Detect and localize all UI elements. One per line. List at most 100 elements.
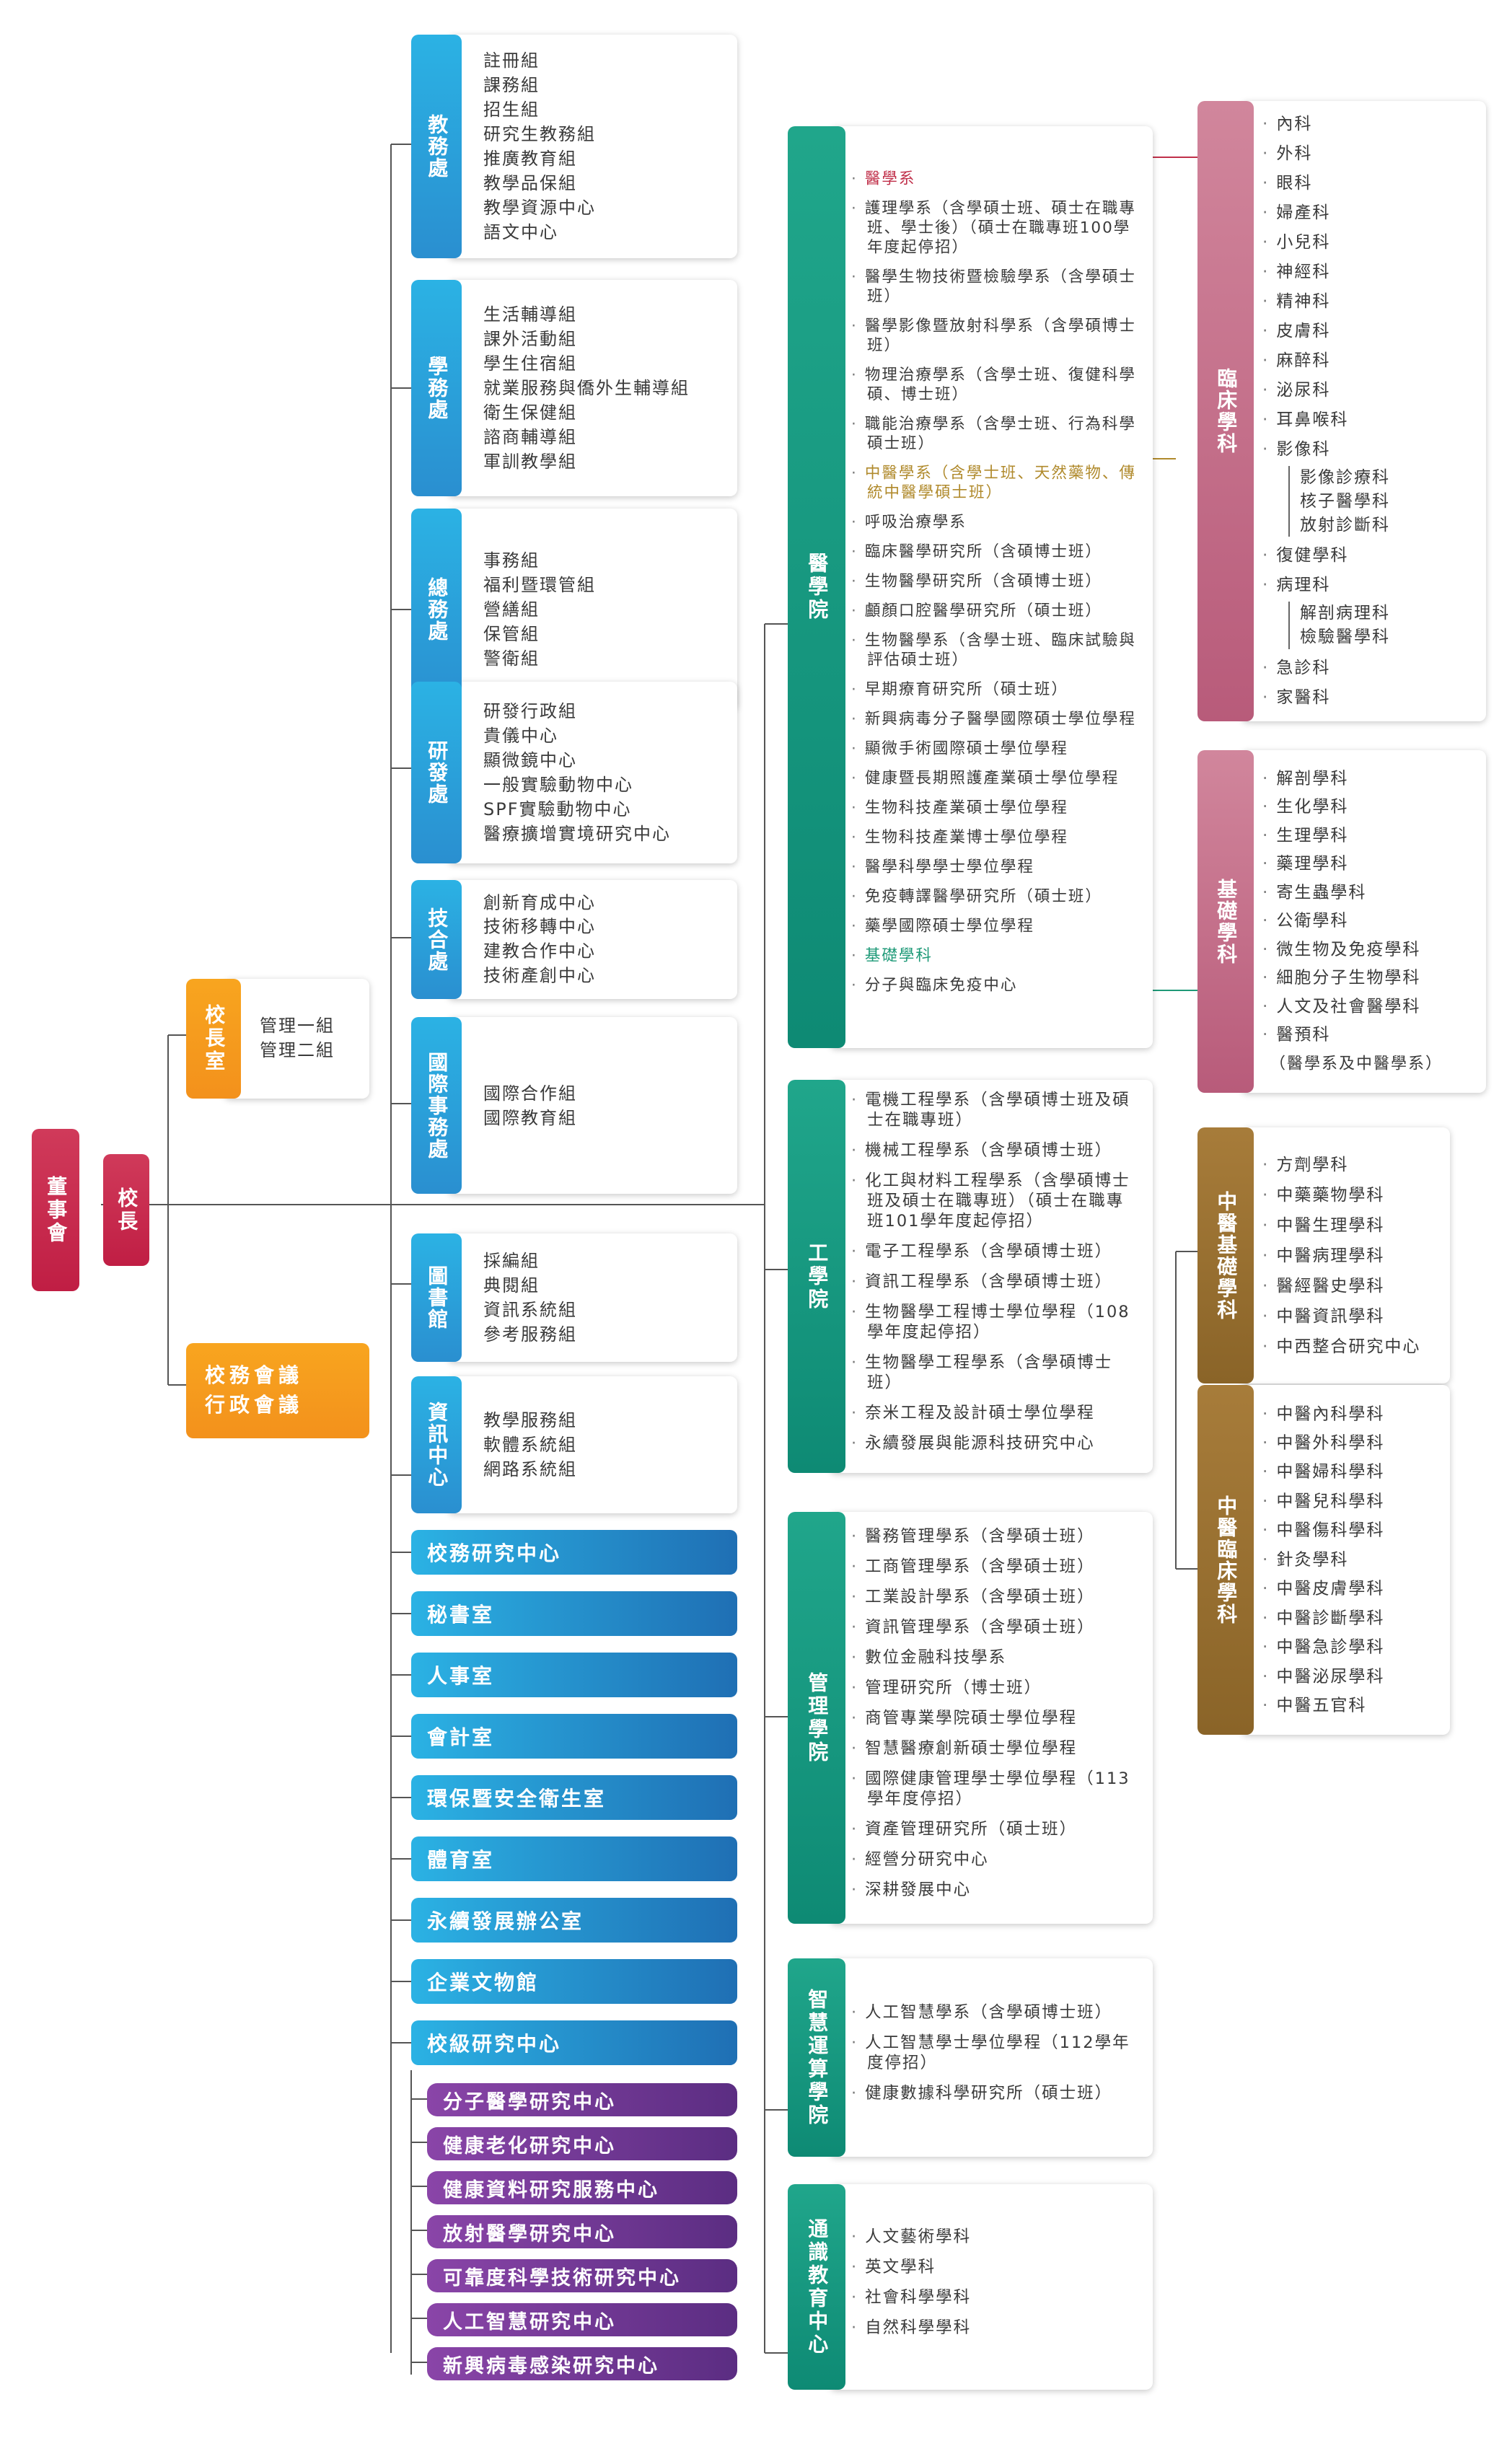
admin-unit-5-item-1: 國際教育組 xyxy=(483,1107,577,1128)
admin-unit-panel-6: 採編組典閱組資訊系統組參考服務組 xyxy=(447,1233,737,1362)
department-label-2: 中醫基礎學科 xyxy=(1197,1127,1254,1383)
college-1-item-3: 電子工程學系（含學碩博士班） xyxy=(851,1241,1137,1262)
college-panel-4: 人文藝術學科英文學科社會科學學科自然科學學科 xyxy=(830,2184,1153,2390)
department-1-item-2: 生理學科 xyxy=(1262,822,1443,850)
administrative-council: 行政會議 xyxy=(205,1393,304,1417)
admin-unit-1-item-2: 學生住宿組 xyxy=(483,353,577,374)
department-1-item-5: 公衛學科 xyxy=(1262,907,1443,936)
president-office-items: 管理一組管理二組 xyxy=(260,1013,335,1063)
college-3-item-2: 健康數據科學研究所（碩士班） xyxy=(851,2083,1137,2103)
office-bar-4: 環保暨安全衛生室 xyxy=(411,1775,737,1820)
admin-unit-panel-2: 事務組福利暨環管組營繕組保管組警衛組 xyxy=(447,509,737,711)
college-2-item-7: 智慧醫療創新碩士學位學程 xyxy=(851,1738,1137,1759)
department-label-0: 臨床學科 xyxy=(1197,101,1254,721)
department-2-item-6: 中西整合研究中心 xyxy=(1262,1332,1420,1362)
office-bar-8: 校級研究中心 xyxy=(411,2020,737,2065)
research-center-1: 健康老化研究中心 xyxy=(427,2127,737,2160)
department-0-sublist-13: 解剖病理科檢驗醫學科 xyxy=(1288,602,1390,649)
admin-unit-0-item-1: 課務組 xyxy=(483,75,540,95)
college-items-4: 人文藝術學科英文學科社會科學學科自然科學學科 xyxy=(851,2227,1137,2348)
department-3-item-6: 中醫皮膚學科 xyxy=(1262,1575,1384,1603)
research-center-2: 健康資料研究服務中心 xyxy=(427,2171,737,2204)
department-0-item-12: 復健學科 xyxy=(1262,541,1390,571)
department-items-3: 中醫內科學科中醫外科學科中醫婦科學科中醫兒科學科中醫傷科學科針灸學科中醫皮膚學科… xyxy=(1262,1399,1384,1720)
college-label-2: 管理學院 xyxy=(788,1512,845,1924)
research-center-4: 可靠度科學技術研究中心 xyxy=(427,2259,737,2292)
college-0-item-17: 生物科技產業博士學位學程 xyxy=(851,828,1137,848)
department-0-item-15: 家醫科 xyxy=(1262,683,1390,713)
admin-unit-0-item-7: 語文中心 xyxy=(483,222,558,242)
department-3-item-10: 中醫五官科 xyxy=(1262,1691,1384,1720)
research-center-3: 放射醫學研究中心 xyxy=(427,2215,737,2248)
department-0-item-10: 耳鼻喉科 xyxy=(1262,405,1390,435)
admin-unit-6-item-3: 參考服務組 xyxy=(483,1324,577,1345)
department-0-item-11-sub-1: 核子醫學科 xyxy=(1300,491,1390,511)
department-items-1: 解剖學科生化學科生理學科藥理學科寄生蟲學科公衛學科微生物及免疫學科細胞分子生物學… xyxy=(1262,765,1443,1078)
college-1-item-4: 資訊工程學系（含學碩博士班） xyxy=(851,1272,1137,1292)
admin-unit-2-item-4: 警衛組 xyxy=(483,648,540,669)
admin-unit-panel-5: 國際合作組國際教育組 xyxy=(447,1017,737,1194)
admin-unit-1-item-6: 軍訓教學組 xyxy=(483,452,577,472)
admin-unit-1-item-5: 諮商輔導組 xyxy=(483,427,577,447)
department-0-item-13-sub-1: 檢驗醫學科 xyxy=(1300,628,1390,647)
college-items-0: 醫學系護理學系（含學碩士班、碩士在職專班、學士後）（碩士在職專班100學年度起停… xyxy=(851,170,1137,1006)
admin-unit-3-item-3: 一般實驗動物中心 xyxy=(483,775,633,795)
admin-unit-6-item-1: 典閱組 xyxy=(483,1275,540,1295)
department-2-item-2: 中醫生理學科 xyxy=(1262,1210,1420,1241)
college-4-item-1: 英文學科 xyxy=(851,2257,1137,2277)
president-office-item-1: 管理二組 xyxy=(260,1040,335,1060)
college-2-item-5: 管理研究所（博士班） xyxy=(851,1678,1137,1698)
admin-unit-panel-7: 教學服務組軟體系統組網路系統組 xyxy=(447,1376,737,1513)
college-1-item-8: 永續發展與能源科技研究中心 xyxy=(851,1433,1137,1453)
research-center-0: 分子醫學研究中心 xyxy=(427,2083,737,2116)
department-panel-2: 方劑學科中藥藥物學科中醫生理學科中醫病理學科醫經醫史學科中醫資訊學科中西整合研究… xyxy=(1241,1127,1450,1383)
department-label-3: 中醫臨床學科 xyxy=(1197,1385,1254,1735)
admin-unit-2-item-1: 福利暨環管組 xyxy=(483,575,596,595)
admin-unit-4-item-0: 創新育成中心 xyxy=(483,892,596,912)
college-2-item-6: 商管專業學院碩士學位學程 xyxy=(851,1708,1137,1728)
college-0-item-7: 呼吸治療學系 xyxy=(851,513,1137,532)
department-label-1: 基礎學科 xyxy=(1197,750,1254,1093)
department-3-item-3: 中醫兒科學科 xyxy=(1262,1487,1384,1515)
department-1-item-8: 人文及社會醫學科 xyxy=(1262,993,1443,1021)
research-center-6: 新興病毒感染研究中心 xyxy=(427,2347,737,2380)
department-0-item-13-sub-0: 解剖病理科 xyxy=(1300,604,1390,623)
board-of-directors: 董事會 xyxy=(32,1129,79,1291)
admin-unit-items-4: 創新育成中心技術移轉中心建教合作中心技術產創中心 xyxy=(483,891,596,988)
department-0-sublist-11: 影像診療科核子醫學科放射診斷科 xyxy=(1288,466,1390,537)
admin-unit-panel-1: 生活輔導組課外活動組學生住宿組就業服務與僑外生輔導組衛生保健組諮商輔導組軍訓教學… xyxy=(447,280,737,496)
office-bar-5: 體育室 xyxy=(411,1836,737,1881)
department-1-item-6: 微生物及免疫學科 xyxy=(1262,936,1443,964)
college-0-item-11: 生物醫學系（含學士班、臨床試驗與評估碩士班） xyxy=(851,631,1137,670)
college-0-item-20: 藥學國際碩士學位學程 xyxy=(851,917,1137,936)
admin-unit-items-7: 教學服務組軟體系統組網路系統組 xyxy=(483,1408,577,1482)
department-3-item-2: 中醫婦科學科 xyxy=(1262,1458,1384,1487)
college-4-item-0: 人文藝術學科 xyxy=(851,2227,1137,2247)
college-0-item-3: 醫學影像暨放射科學系（含學碩博士班） xyxy=(851,317,1137,356)
admin-unit-3-item-1: 貴儀中心 xyxy=(483,726,558,746)
department-2-item-1: 中藥藥物學科 xyxy=(1262,1180,1420,1210)
department-1-item-1: 生化學科 xyxy=(1262,793,1443,822)
admin-unit-0-item-2: 招生組 xyxy=(483,100,540,120)
department-1-item-9: 醫預科（醫學系及中醫學系） xyxy=(1262,1021,1443,1078)
admin-unit-4-item-3: 技術產創中心 xyxy=(483,965,596,986)
college-3-item-0: 人工智慧學系（含學碩博士班） xyxy=(851,2002,1137,2023)
president-office-panel: 管理一組管理二組 xyxy=(224,979,369,1099)
academic-council: 校務會議 xyxy=(205,1363,304,1388)
department-0-item-14: 急診科 xyxy=(1262,654,1390,683)
admin-unit-items-6: 採編組典閱組資訊系統組參考服務組 xyxy=(483,1249,577,1347)
admin-unit-7-item-0: 教學服務組 xyxy=(483,1410,577,1430)
office-bar-6: 永續發展辦公室 xyxy=(411,1898,737,1943)
president-office-item-0: 管理一組 xyxy=(260,1016,335,1036)
college-1-item-0: 電機工程學系（含學碩博士班及碩士在職專班） xyxy=(851,1090,1137,1130)
admin-unit-panel-4: 創新育成中心技術移轉中心建教合作中心技術產創中心 xyxy=(447,880,737,999)
admin-unit-3-item-5: 醫療擴增實境研究中心 xyxy=(483,824,671,844)
admin-unit-items-0: 註冊組課務組招生組研究生教務組推廣教育組教學品保組教學資源中心語文中心 xyxy=(483,48,596,245)
department-3-item-1: 中醫外科學科 xyxy=(1262,1428,1384,1457)
office-bar-2: 人事室 xyxy=(411,1653,737,1697)
college-0-item-0: 醫學系 xyxy=(851,170,1137,189)
college-0-item-14: 顯微手術國際碩士學位學程 xyxy=(851,739,1137,759)
research-center-5: 人工智慧研究中心 xyxy=(427,2303,737,2336)
